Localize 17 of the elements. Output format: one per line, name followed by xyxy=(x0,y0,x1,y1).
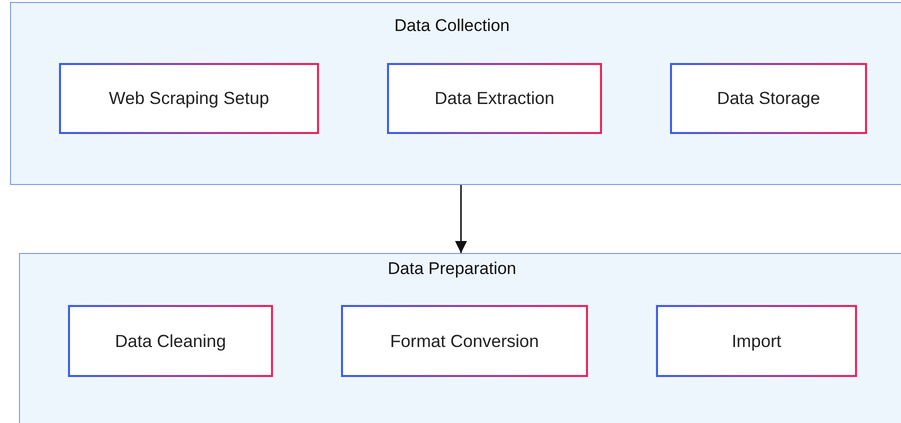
arrow xyxy=(455,185,467,253)
box-label: Import xyxy=(732,330,782,352)
group-panel xyxy=(10,2,901,185)
box-label: Web Scraping Setup xyxy=(108,88,270,109)
box-label: Data Storage xyxy=(716,88,820,109)
process-box xyxy=(341,305,588,377)
group-title: Data Preparation xyxy=(386,259,518,279)
group-panel xyxy=(19,253,901,423)
process-box xyxy=(59,63,319,134)
process-box xyxy=(68,305,273,377)
box-label: Data Cleaning xyxy=(115,330,226,352)
process-box xyxy=(670,63,867,134)
process-box xyxy=(387,63,602,134)
group-title: Data Collection xyxy=(393,16,511,36)
box-label: Format Conversion xyxy=(390,330,539,352)
box-label: Data Extraction xyxy=(434,88,554,109)
process-box xyxy=(656,305,857,377)
